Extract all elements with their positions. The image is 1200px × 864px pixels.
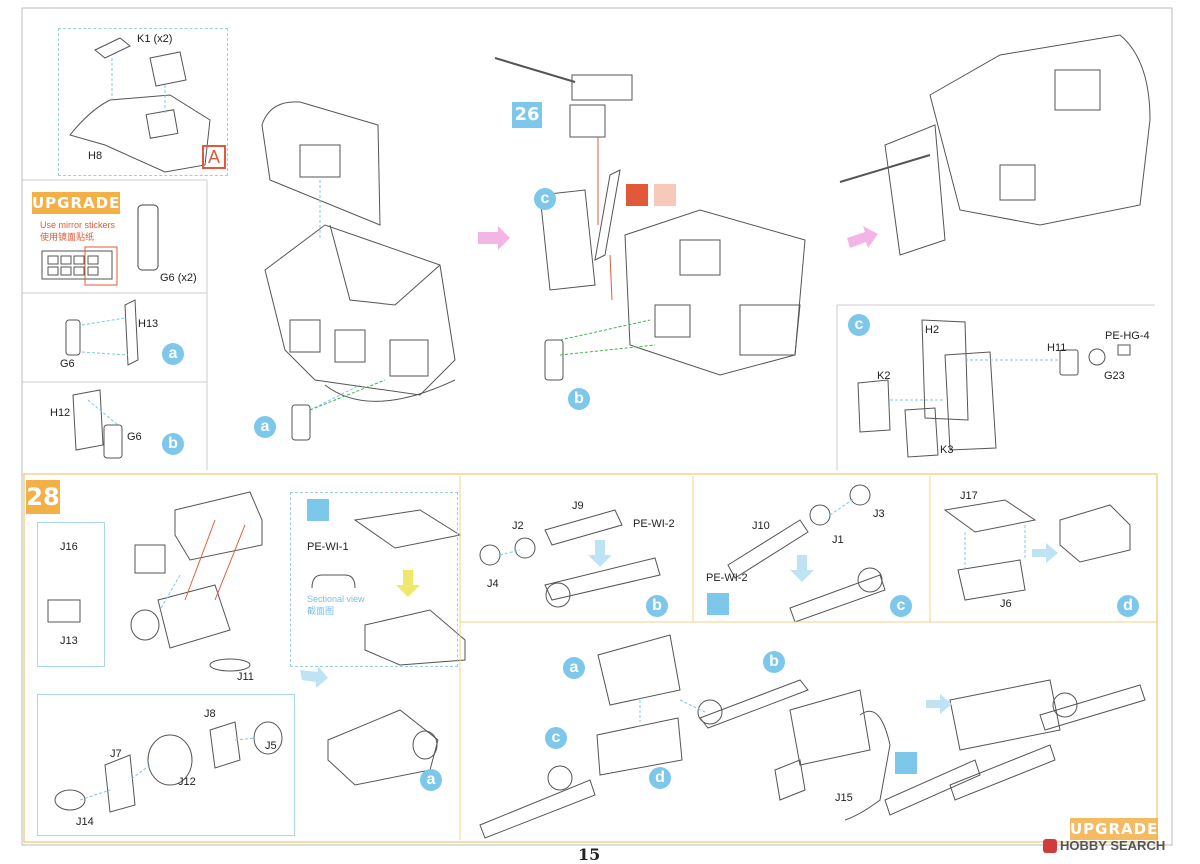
part-label-j13: J13 [60,635,78,647]
part-label-k1: K1 (x2) [137,33,173,45]
circle-a-turret: a [254,416,276,438]
part-label-pe-wi-2-c: PE-WI-2 [706,572,748,584]
part-label-k2: K2 [877,370,891,382]
part-label-j6: J6 [1000,598,1012,610]
step-26-badge: 26 [512,102,542,128]
marker-a-box: A [202,145,226,169]
upgrade-badge-final: UPGRADE [1070,818,1159,840]
part-label-pe-wi-1: PE-WI-1 [307,541,349,553]
pe-sectional-frame [290,492,458,667]
part-label-j8: J8 [204,708,216,720]
part-label-h12: H12 [50,407,71,419]
circle-a-left: a [162,343,184,365]
part-label-j7: J7 [110,748,122,760]
part-label-j14: J14 [76,816,94,828]
upgrade-badge: UPGRADE [32,192,121,214]
step-28-badge: 28 [26,480,60,514]
part-label-j1: J1 [832,534,844,546]
part-label-g6-a: G6 [60,358,75,370]
brand-watermark: HOBBY SEARCH [1060,838,1166,853]
part-label-j2: J2 [512,520,524,532]
part-label-j17: J17 [960,490,978,502]
no-cement-icon [654,184,676,206]
pe-fold-icon [307,499,329,521]
mirror-sticker-note-cn: 使用镜面贴纸 [40,232,95,242]
part-label-g23: G23 [1104,370,1125,382]
circle-d-final: d [649,767,671,789]
circle-c-step26: c [534,188,556,210]
page-number: 15 [578,845,601,864]
j16-j13-frame [37,522,105,667]
part-label-h8: H8 [88,150,103,162]
circle-b-step28: b [646,595,668,617]
part-label-j9: J9 [572,500,584,512]
circle-b-final: b [763,651,785,673]
part-label-j11: J11 [237,671,254,683]
circle-a-step28: a [420,769,442,791]
mirror-sticker-note-en: Use mirror stickers [40,220,116,230]
part-label-g6-x2: G6 (x2) [160,272,197,284]
part-label-h2: H2 [925,324,940,336]
exploded-winch-frame [37,694,295,836]
part-label-g6-b: G6 [127,431,142,443]
circle-d-step28: d [1117,595,1139,617]
part-label-j16: J16 [60,541,78,553]
part-label-h11: H11 [1047,342,1067,354]
part-label-j15: J15 [835,792,853,804]
circle-c-right: c [848,314,870,336]
glue-icon [707,593,729,615]
circle-b-step26: b [568,388,590,410]
part-label-pe-hg-4: PE-HG-4 [1105,330,1150,342]
part-label-pe-wi-2-b: PE-WI-2 [633,518,675,530]
part-label-j10: J10 [752,520,770,532]
part-label-k3: K3 [940,444,954,456]
sectional-view-cn: 截面图 [307,606,335,616]
sectional-view-en: Sectional view [307,594,365,604]
circle-c-step28: c [890,595,912,617]
circle-a-final: a [563,657,585,679]
marker-a: A [207,147,220,167]
circle-b-left: b [162,433,184,455]
h8-subassembly-frame [58,28,228,176]
part-label-j4: J4 [487,578,499,590]
part-label-j12: J12 [178,776,196,788]
circle-c-final: c [545,727,567,749]
part-label-j5: J5 [265,740,277,752]
cement-icon [626,184,648,206]
hobby-search-logo-icon [1043,839,1057,853]
part-label-h13: H13 [138,318,159,330]
part-label-j3: J3 [873,508,885,520]
bend-icon [895,752,917,774]
